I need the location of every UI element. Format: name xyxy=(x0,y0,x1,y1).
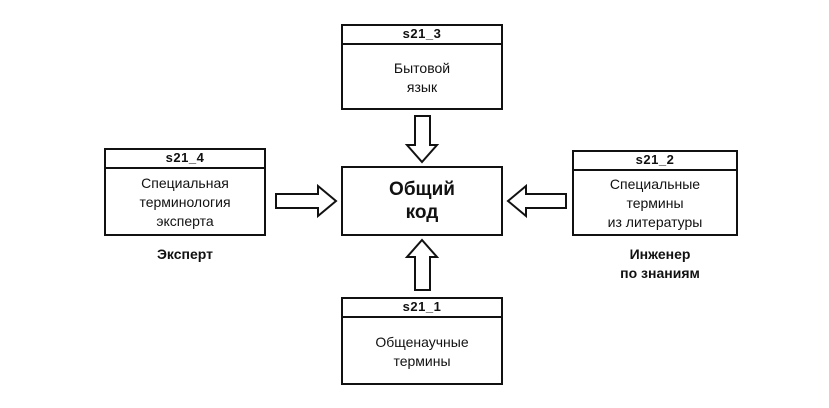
caption-knowledge-engineer: Инженер по знаниям xyxy=(590,245,730,283)
box-text-line: язык xyxy=(406,78,438,95)
box-expert-terminology: s21_4 Специальная терминология эксперта xyxy=(104,148,266,236)
box-body: Специальные термины из литературы xyxy=(574,171,736,236)
box-literature-terms: s21_2 Специальные термины из литературы xyxy=(572,150,738,236)
box-text-line: Бытовой xyxy=(393,59,451,76)
box-body: Специальная терминология эксперта xyxy=(106,169,264,236)
arrow-up xyxy=(404,238,440,291)
box-common-code: Общий код xyxy=(341,166,503,236)
box-body: Бытовой язык xyxy=(343,45,501,110)
box-id-label: s21_3 xyxy=(343,26,501,45)
caption-text: Инженер xyxy=(629,246,691,262)
box-scientific-terms: s21_1 Общенаучные термины xyxy=(341,297,503,385)
box-text-line: эксперта xyxy=(156,213,214,229)
box-id-label: s21_4 xyxy=(106,150,264,169)
box-body: Общенаучные термины xyxy=(343,318,501,385)
box-text-line: терминология xyxy=(139,194,231,210)
arrow-down xyxy=(404,115,440,164)
caption-text: Эксперт xyxy=(156,246,214,262)
box-id-label: s21_2 xyxy=(574,152,736,171)
box-text-line: термины xyxy=(626,195,684,211)
arrow-left xyxy=(506,183,567,219)
caption-expert: Эксперт xyxy=(140,245,230,264)
caption-text: по знаниям xyxy=(620,265,700,281)
box-text-line: термины xyxy=(393,352,451,369)
box-everyday-language: s21_3 Бытовой язык xyxy=(341,24,503,110)
box-text-line: Специальные xyxy=(609,176,701,192)
box-id-label: s21_1 xyxy=(343,299,501,318)
box-text-line: из литературы xyxy=(607,214,703,230)
center-text-line: Общий xyxy=(389,179,455,200)
box-text-line: Общенаучные xyxy=(375,333,469,350)
box-text-line: Специальная xyxy=(141,175,229,191)
center-text-line: код xyxy=(405,202,439,223)
arrow-right xyxy=(275,183,338,219)
